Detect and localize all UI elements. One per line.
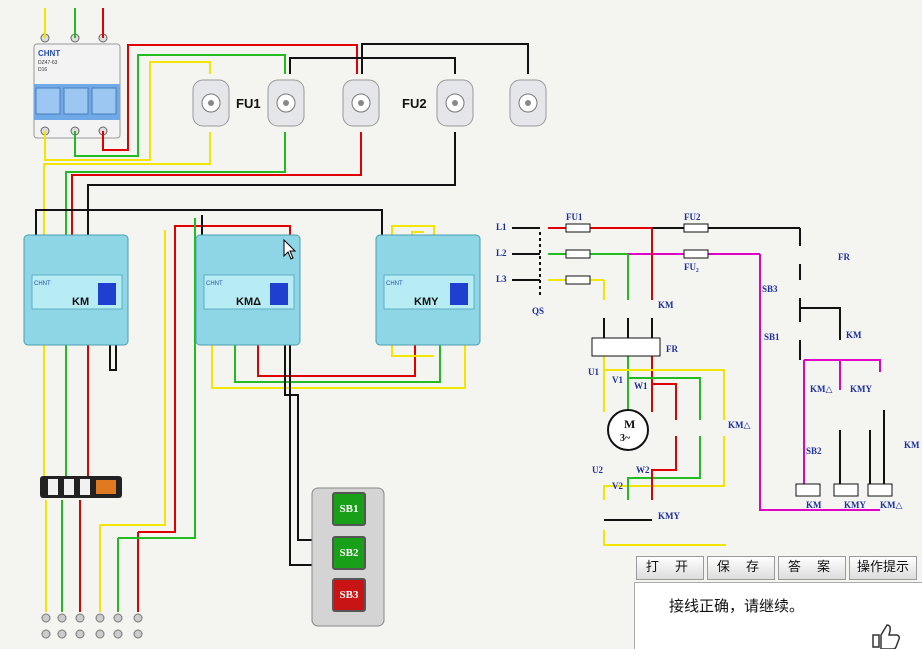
schem-l2: L2	[496, 248, 507, 258]
thermal-overload-relay[interactable]	[40, 476, 122, 498]
fu1-label: FU1	[236, 96, 261, 111]
schem-coil-kmy: KMY	[844, 500, 866, 510]
motor-terminals[interactable]	[41, 613, 143, 639]
contactor-kmy-label: KMY	[414, 296, 439, 308]
schem-u1: U1	[588, 367, 599, 377]
contactor-kmy-brand: CHNT	[386, 281, 403, 287]
contactor-kmy[interactable]: CHNT KMY	[375, 234, 481, 346]
schem-km: KM	[658, 300, 674, 310]
schem-sb1: SB1	[764, 332, 780, 342]
breaker-rating: D16	[38, 67, 47, 73]
schem-sb2: SB2	[806, 446, 822, 456]
schem-fr-ctrl: FR	[838, 252, 850, 262]
breaker-model: DZ47-63	[38, 60, 58, 66]
schem-qs: QS	[532, 306, 545, 316]
schem-km-ctrl: KM	[846, 330, 862, 340]
status-message: 接线正确，请继续。	[669, 597, 805, 615]
schem-u2: U2	[592, 465, 603, 475]
circuit-breaker[interactable]: CHNT DZ47-63 D16	[33, 33, 121, 139]
sb2-button[interactable]: SB2	[332, 536, 366, 570]
message-panel: 接线正确，请继续。	[634, 582, 922, 649]
schem-coil-kmd: KM△	[880, 500, 903, 510]
schem-kmd: KM△	[728, 420, 751, 430]
schem-w1: W1	[634, 381, 648, 391]
schem-l1: L1	[496, 222, 507, 232]
answer-button[interactable]: 答 案	[778, 556, 846, 580]
breaker-brand: CHNT	[38, 49, 60, 58]
sb1-button[interactable]: SB1	[332, 492, 366, 526]
schem-v2: V2	[612, 481, 623, 491]
schem-motor-sub: 3~	[620, 433, 631, 444]
schem-fu2: FU2	[684, 212, 701, 222]
hint-button[interactable]: 操作提示	[849, 556, 917, 580]
sb3-button[interactable]: SB3	[332, 578, 366, 612]
contactor-kmd-brand: CHNT	[206, 281, 223, 287]
thumbs-up-icon	[872, 624, 900, 649]
toolbar: 打 开 保 存 答 案 操作提示	[636, 556, 920, 580]
mouse-cursor-icon	[283, 238, 297, 260]
schem-km-ctrl2: KM	[904, 440, 920, 450]
schem-sb3: SB3	[762, 284, 778, 294]
schem-l3: L3	[496, 274, 507, 284]
schem-w2: W2	[636, 465, 650, 475]
open-button[interactable]: 打 开	[636, 556, 704, 580]
fuse-fu2[interactable]: FU2	[402, 79, 547, 127]
motor-symbol	[607, 409, 649, 451]
schem-fu2b: FU₂	[684, 262, 699, 272]
contactor-kmd[interactable]: CHNT KMΔ	[195, 234, 301, 346]
save-button[interactable]: 保 存	[707, 556, 775, 580]
contactor-kmd-label: KMΔ	[236, 296, 261, 308]
schem-kmy-ctrl: KMY	[850, 384, 872, 394]
schem-coil-km: KM	[806, 500, 822, 510]
fu2-label: FU2	[402, 96, 427, 111]
contactor-km-brand: CHNT	[34, 281, 51, 287]
contactor-km-label: KM	[72, 296, 89, 308]
schem-fr: FR	[666, 344, 678, 354]
contactor-km[interactable]: CHNT KM	[23, 234, 129, 346]
schem-fu1: FU1	[566, 212, 583, 222]
fuse-fu1[interactable]: FU1	[192, 79, 380, 127]
schem-motor: M	[624, 417, 636, 431]
schem-kmd-ctrl: KM△	[810, 384, 833, 394]
schem-v1: V1	[612, 375, 623, 385]
schem-kmy: KMY	[658, 511, 680, 521]
